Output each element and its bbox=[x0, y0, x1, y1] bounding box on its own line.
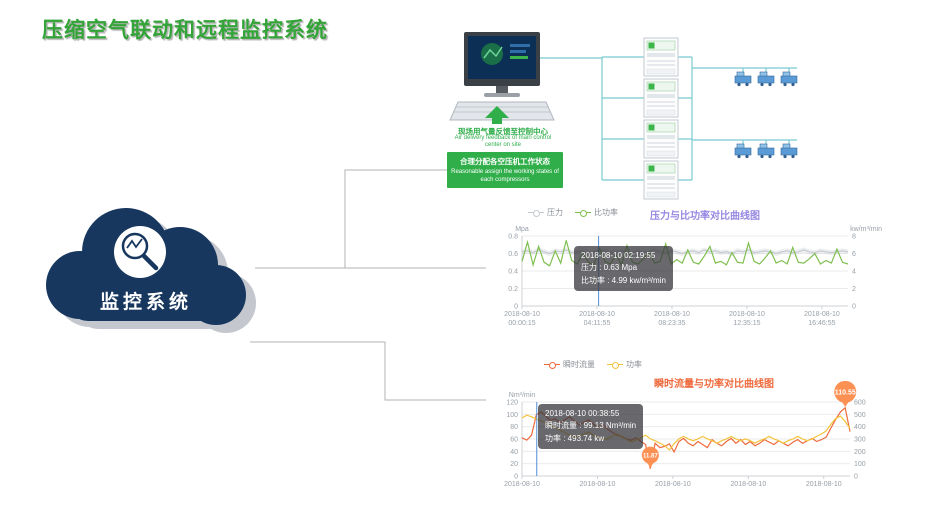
svg-text:0.4: 0.4 bbox=[508, 269, 518, 276]
svg-text:0: 0 bbox=[854, 474, 858, 481]
line-series-icon bbox=[607, 361, 623, 369]
legend-specific-power[interactable]: 比功率 bbox=[575, 207, 618, 218]
svg-text:0: 0 bbox=[514, 474, 518, 481]
chart2-legend: 瞬时流量 功率 bbox=[544, 359, 642, 370]
svg-text:2018-08-10: 2018-08-10 bbox=[655, 481, 691, 488]
assign-text-en: Reasonable assign the working states of … bbox=[451, 169, 559, 183]
flow-power-chart: 瞬时流量 功率 瞬时流量与功率对比曲线图 0 20 40 60 80 100 120 0 100… bbox=[488, 354, 884, 508]
air-equipment-2 bbox=[757, 71, 775, 87]
chart1-plot[interactable]: 0 0.2 0.4 0.6 0.8 0 2 4 6 8 Mpa kw/m³/min 2018-08-10… bbox=[488, 222, 884, 334]
connector-to-chart2 bbox=[250, 341, 486, 401]
up-arrow-icon bbox=[485, 106, 509, 124]
svg-text:2018-08-10: 2018-08-10 bbox=[730, 481, 766, 488]
svg-text:120: 120 bbox=[506, 400, 518, 407]
legend-pressure[interactable]: 压力 bbox=[528, 207, 563, 218]
chart1-header: 压力 比功率 压力与比功率对比曲线图 bbox=[488, 202, 884, 222]
svg-text:0.2: 0.2 bbox=[508, 286, 518, 293]
markpoint-label: 110.55 bbox=[835, 389, 856, 396]
svg-text:0.8: 0.8 bbox=[508, 234, 518, 241]
tooltip-row: 瞬时流量 : 99.13 Nm³/min bbox=[545, 421, 637, 431]
air-equipment-1 bbox=[734, 71, 752, 87]
assign-text-cn: 合理分配各空压机工作状态 bbox=[460, 157, 550, 166]
compressor-3 bbox=[643, 119, 679, 159]
svg-text:40: 40 bbox=[510, 449, 518, 456]
assign-box: 合理分配各空压机工作状态 Reasonable assign the worki… bbox=[447, 152, 563, 188]
svg-text:600: 600 bbox=[854, 400, 866, 407]
magnifier-chart-icon bbox=[114, 226, 166, 278]
markpoint-label: 11.87 bbox=[643, 454, 658, 460]
markpoint-min bbox=[641, 446, 659, 464]
air-equipment-6 bbox=[780, 143, 798, 159]
cloud-label: 监控系统 bbox=[100, 290, 192, 313]
feedback-text-en: Air delivery feedback of main control ce… bbox=[454, 135, 552, 149]
svg-text:Mpa: Mpa bbox=[515, 226, 529, 233]
air-equipment-4 bbox=[734, 143, 752, 159]
tooltip-time: 2018-08-10 00:38:55 bbox=[545, 409, 620, 418]
svg-text:6: 6 bbox=[852, 251, 856, 258]
svg-text:500: 500 bbox=[854, 412, 866, 419]
compressor-1 bbox=[643, 37, 679, 77]
svg-text:400: 400 bbox=[854, 424, 866, 431]
legend-flow-label: 瞬时流量 bbox=[563, 360, 595, 369]
svg-text:200: 200 bbox=[854, 449, 866, 456]
chart1-title: 压力与比功率对比曲线图 bbox=[650, 211, 760, 222]
svg-text:Nm³/min: Nm³/min bbox=[509, 392, 536, 399]
network-lines bbox=[540, 56, 797, 181]
air-equipment-5 bbox=[757, 143, 775, 159]
control-center-diagram bbox=[449, 32, 798, 200]
feedback-text-cn: 现场用气量反馈至控制中心 bbox=[458, 127, 548, 136]
connector-to-diagram bbox=[344, 169, 447, 268]
tooltip-row: 压力 : 0.63 Mpa bbox=[581, 263, 638, 273]
svg-text:8: 8 bbox=[852, 234, 856, 241]
compressor-2 bbox=[643, 78, 679, 118]
chart2-header: 瞬时流量 功率 瞬时流量与功率对比曲线图 bbox=[488, 354, 884, 390]
chart2-tooltip: 2018-08-10 00:38:55 瞬时流量 : 99.13 Nm³/min… bbox=[538, 404, 644, 450]
legend-power-label: 功率 bbox=[626, 360, 642, 369]
legend-power[interactable]: 功率 bbox=[607, 359, 642, 370]
svg-text:60: 60 bbox=[510, 437, 518, 444]
svg-text:2018-08-10: 2018-08-10 bbox=[580, 481, 616, 488]
svg-text:kw/m³/min: kw/m³/min bbox=[850, 226, 882, 233]
svg-text:2018-08-10: 2018-08-10 bbox=[504, 481, 540, 488]
svg-text:300: 300 bbox=[854, 437, 866, 444]
legend-flow[interactable]: 瞬时流量 bbox=[544, 359, 595, 370]
air-equipment-3 bbox=[780, 71, 798, 87]
svg-text:100: 100 bbox=[854, 461, 866, 468]
chart2-title: 瞬时流量与功率对比曲线图 bbox=[654, 379, 774, 390]
compressor-4 bbox=[643, 160, 679, 200]
page-title: 压缩空气联动和远程监控系统 bbox=[42, 19, 328, 42]
svg-text:2018-08-10: 2018-08-10 bbox=[806, 481, 842, 488]
legend-specific-power-label: 比功率 bbox=[594, 208, 618, 217]
tooltip-row: 功率 : 493.74 kw bbox=[545, 433, 605, 443]
svg-text:4: 4 bbox=[852, 269, 856, 276]
svg-text:80: 80 bbox=[510, 424, 518, 431]
chart1-legend: 压力 比功率 bbox=[528, 207, 618, 218]
svg-text:0.6: 0.6 bbox=[508, 251, 518, 258]
line-series-icon bbox=[575, 209, 591, 217]
chart1-tooltip: 2018-08-10 02:19:55 压力 : 0.63 Mpa 比功率 : … bbox=[574, 246, 673, 292]
legend-pressure-label: 压力 bbox=[547, 208, 563, 217]
markpoint-max bbox=[834, 380, 857, 403]
svg-text:100: 100 bbox=[506, 412, 518, 419]
computer-icon bbox=[449, 32, 555, 121]
pressure-power-chart: 压力 比功率 压力与比功率对比曲线图 0 0.2 0.4 0.6 0.8 0 2 4 6 8 Mpa… bbox=[488, 202, 884, 336]
svg-text:2: 2 bbox=[852, 286, 856, 293]
svg-text:0: 0 bbox=[852, 304, 856, 311]
svg-text:20: 20 bbox=[510, 461, 518, 468]
line-series-icon bbox=[528, 209, 544, 217]
tooltip-row: 比功率 : 4.99 kw/m³/min bbox=[581, 275, 666, 285]
tooltip-time: 2018-08-10 02:19:55 bbox=[581, 251, 656, 260]
line-series-icon bbox=[544, 361, 560, 369]
svg-text:0: 0 bbox=[514, 304, 518, 311]
monitoring-cloud: 监控系统 bbox=[46, 208, 256, 333]
